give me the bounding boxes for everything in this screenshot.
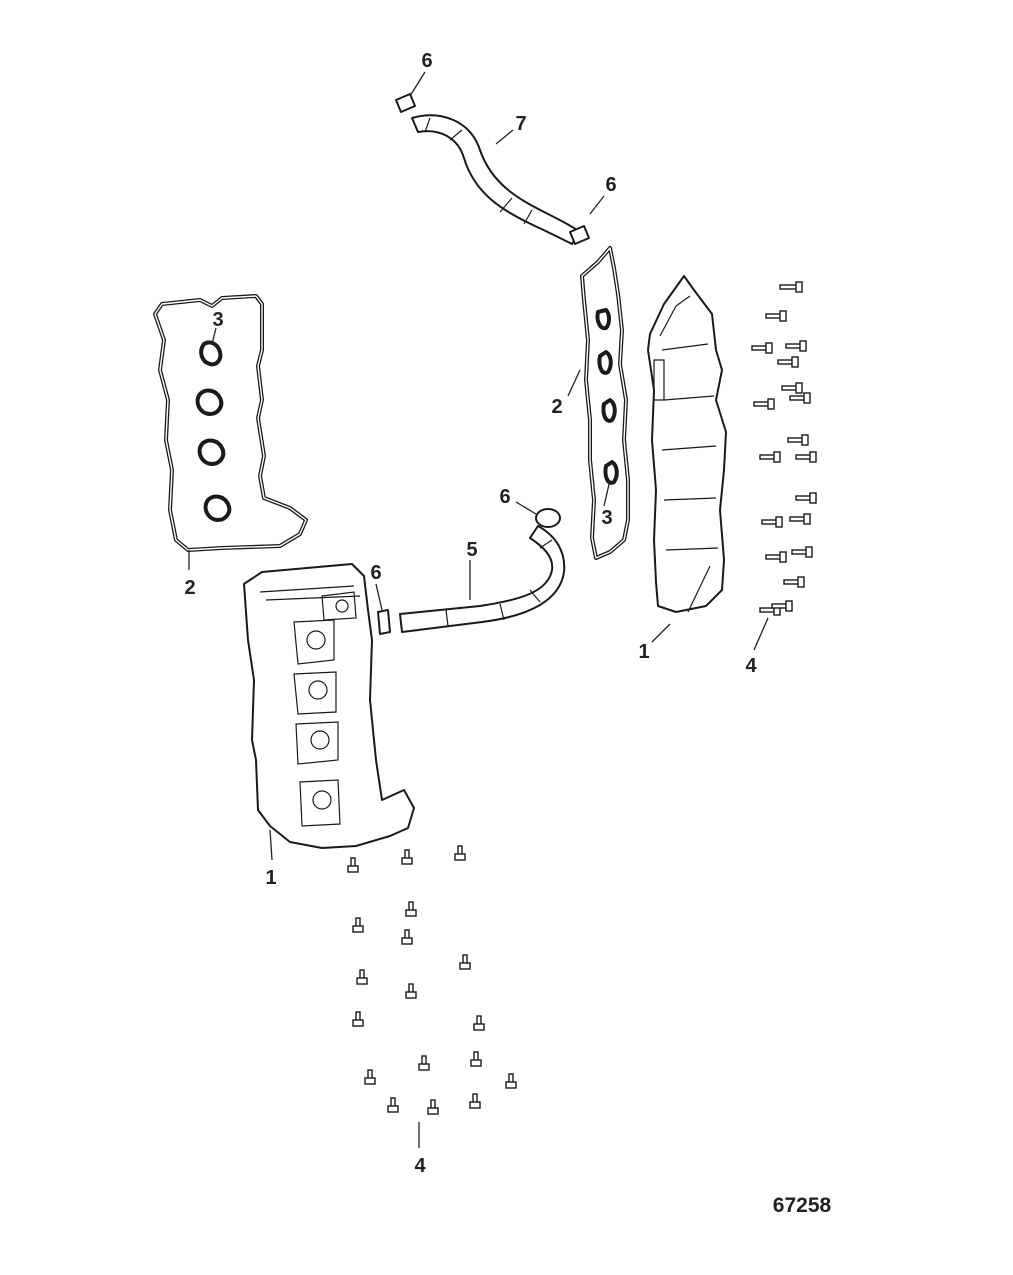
plug-seal-3-left [195,340,232,522]
callout-4-right: 4 [745,655,757,677]
clamp-6-top [395,93,416,113]
callout-1-left: 1 [265,867,276,889]
callout-7: 7 [515,113,526,135]
hose-5 [399,525,566,633]
callout-1-right: 1 [638,641,649,663]
callout-4-bottom: 4 [414,1155,426,1177]
callout-6-left: 6 [370,562,381,584]
valve-cover-1-right [647,275,727,613]
clamp-6-hose5 [535,508,561,528]
valve-cover-1-left [243,563,415,849]
callout-3-left: 3 [212,309,223,331]
figure-reference-number: 67258 [773,1194,832,1217]
callout-labels: 6 7 6 3 2 6 3 5 6 2 1 4 1 4 67258 [184,50,831,1217]
hose-7 [411,114,581,245]
callout-6-hose5: 6 [499,486,510,508]
plug-seal-3-right [595,308,619,485]
callout-3-right: 3 [601,507,612,529]
gasket-2-right [580,246,630,560]
clamp-6-left [377,609,391,635]
clamp-6-mid [569,225,590,245]
bolts-4-bottom [347,845,517,1115]
callout-2-right: 2 [551,396,562,418]
leader-lines [188,71,769,1148]
gasket-2-left [153,294,308,552]
callout-6-mid: 6 [605,174,616,196]
callout-5: 5 [466,539,477,561]
callout-6-top: 6 [421,50,432,72]
bolts-4-right [751,281,817,616]
callout-2-left: 2 [184,577,195,599]
